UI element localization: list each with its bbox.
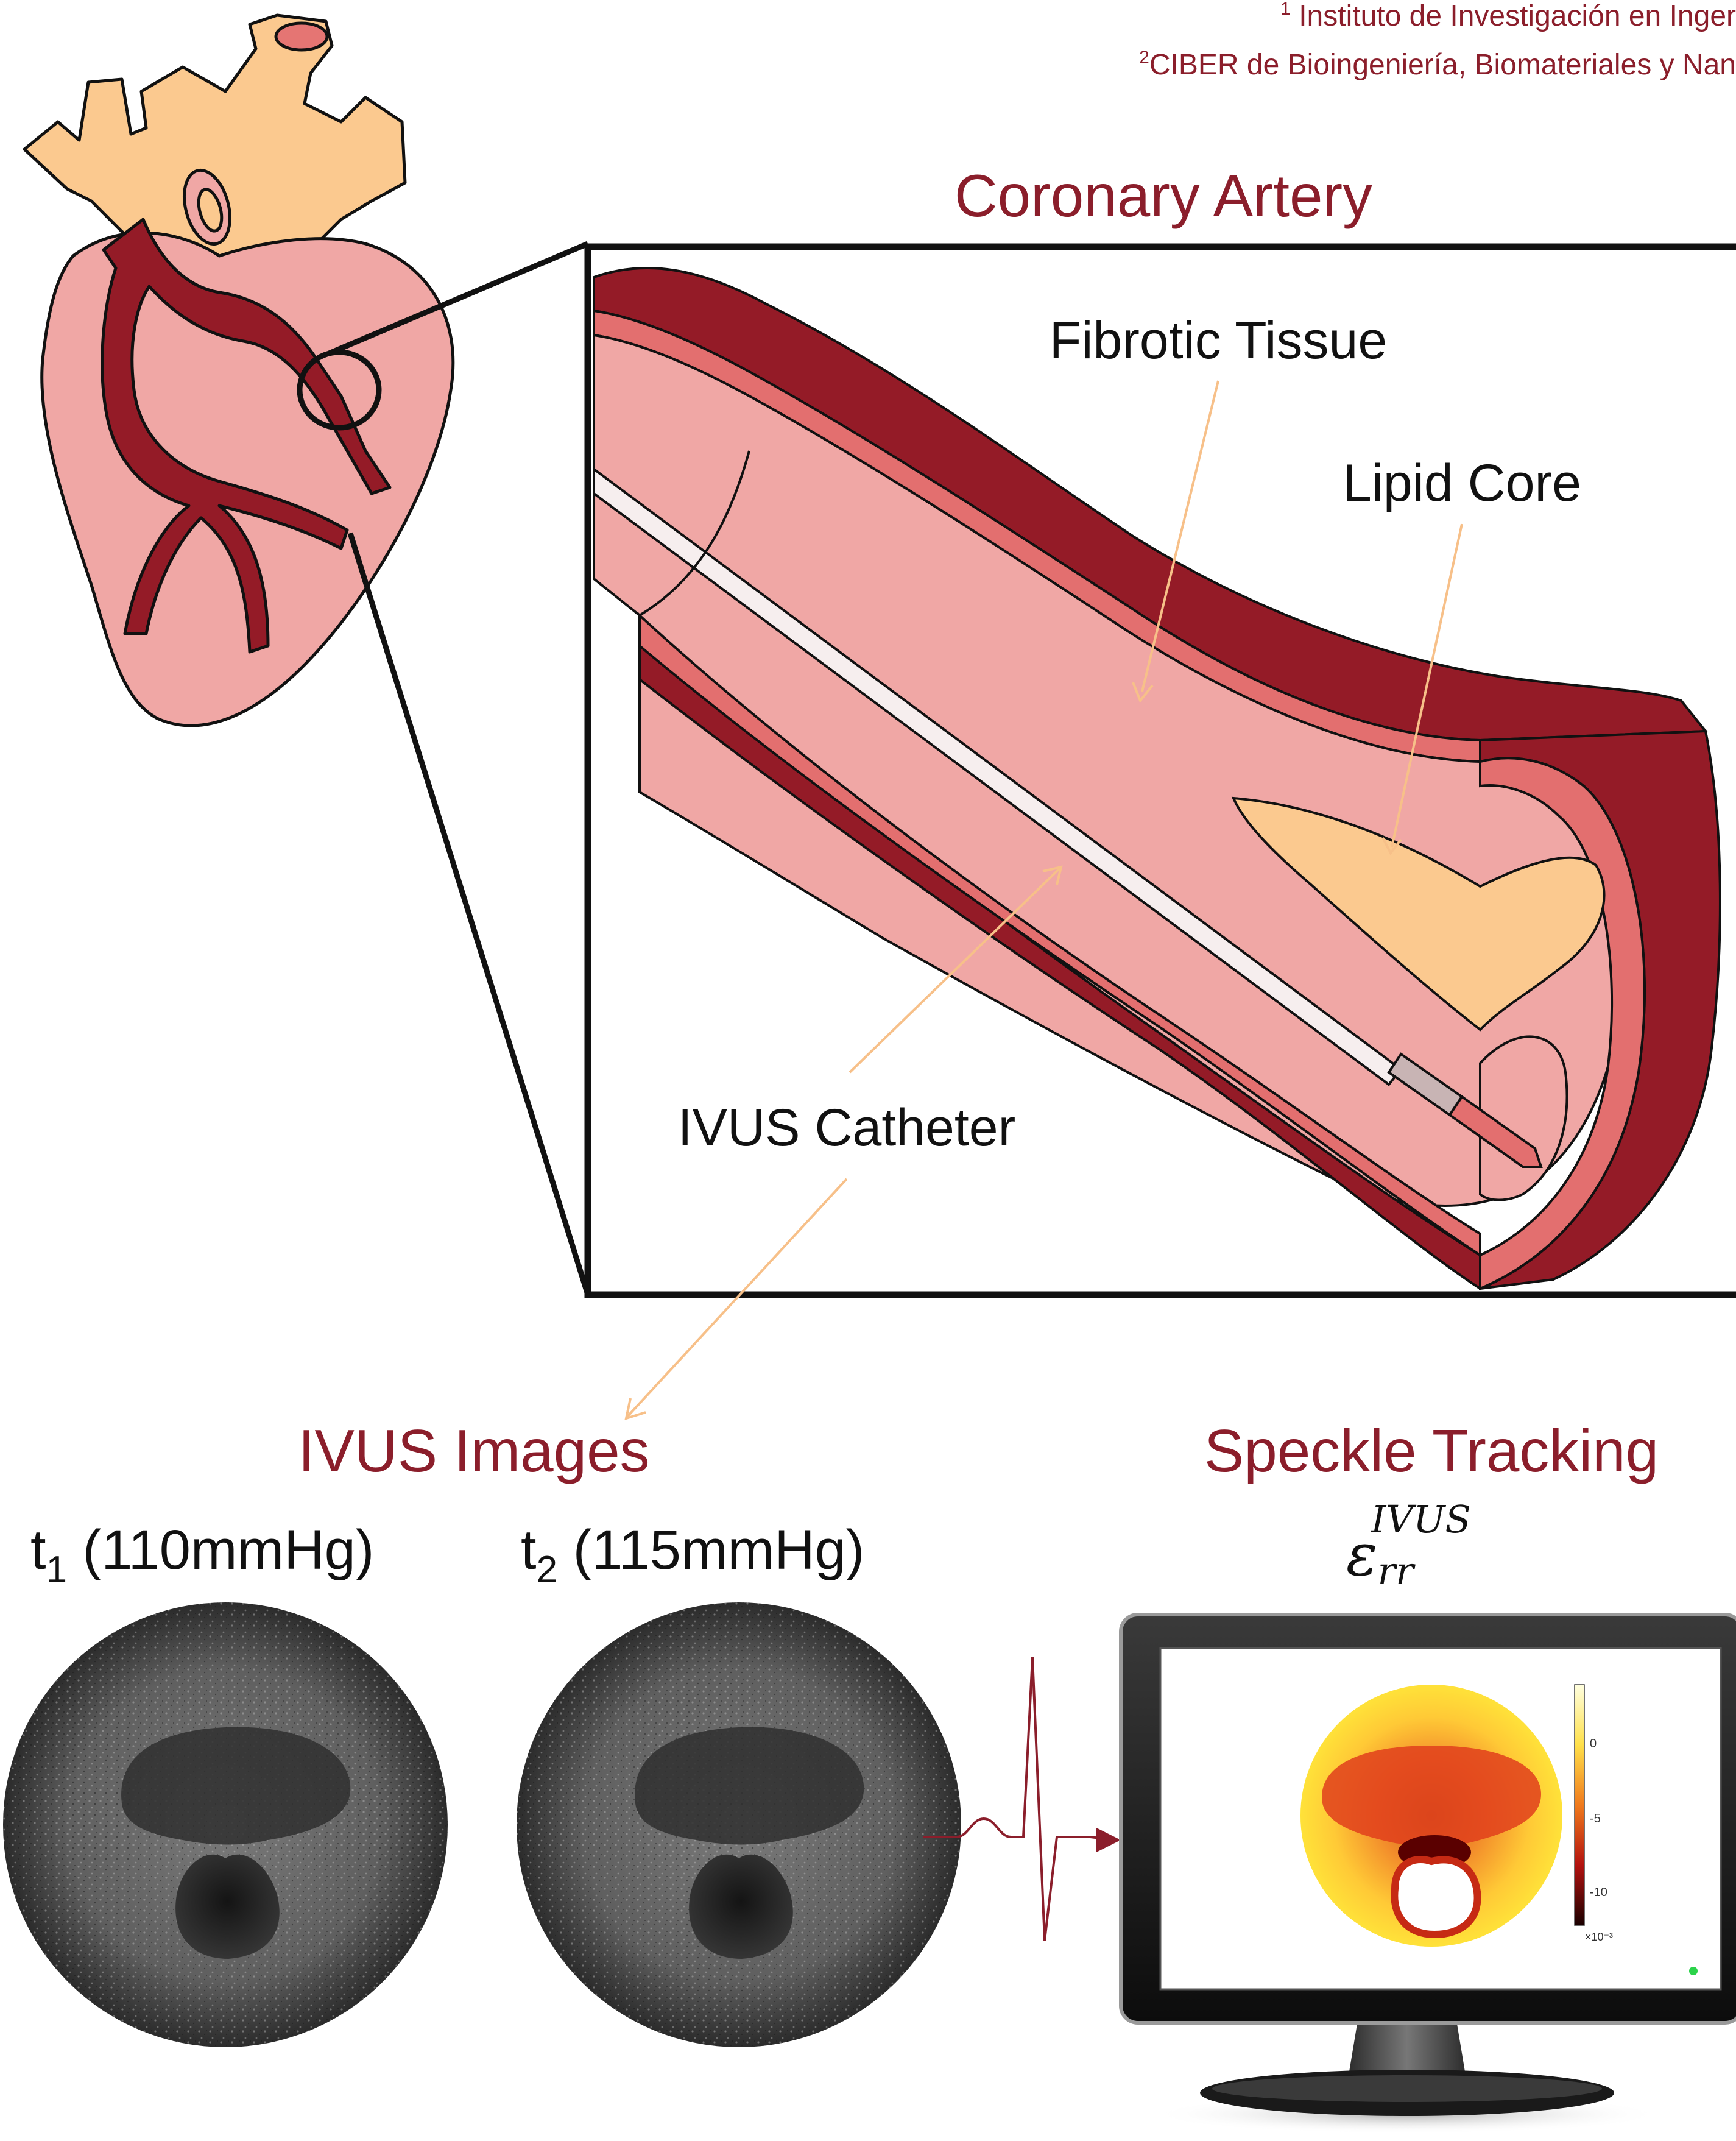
affiliation-2-sup: 2 [1139,48,1149,68]
zoom-line-bottom [350,533,588,1295]
affiliation-line-1: 1 Instituto de Investigación en Inger [1280,0,1736,32]
affiliation-1-text: Instituto de Investigación en Inger [1291,0,1736,32]
timepoint-2-label: t2 (115mmHg) [521,1519,864,1591]
timepoint-2-sub: 2 [537,1549,557,1591]
vessel-opening-top [276,23,327,50]
heart-illustration [24,15,453,726]
affiliation-1-sup: 1 [1280,0,1291,19]
timepoint-2-symbol: t [521,1519,537,1581]
coronary-artery-title: Coronary Artery [954,162,1372,229]
timepoint-1-sub: 1 [46,1549,67,1591]
ivus-catheter-label: IVUS Catheter [678,1099,1015,1157]
colorbar-tick-minus10: -10 [1590,1886,1607,1899]
power-light-icon [1689,1967,1698,1975]
timepoint-1-label: t1 (110mmHg) [30,1519,374,1591]
monitor-base-highlight [1212,2075,1602,2102]
ivus-image-t1 [3,1602,448,2047]
fibrotic-tissue-label: Fibrotic Tissue [1050,311,1387,370]
strain-symbol: εrrIVUS [1346,1497,1471,1593]
strain-sub: rr [1378,1549,1416,1593]
strain-colorbar [1575,1685,1584,1925]
monitor: 0 -5 -10 ×10⁻³ [1121,1615,1736,2134]
colorbar-tick-0: 0 [1590,1737,1597,1750]
speckle-tracking-title: Speckle Tracking [1204,1417,1659,1484]
affiliation-line-2: 2CIBER de Bioingeniería, Biomateriales y… [1139,48,1736,81]
timepoint-2-pressure: (115mmHg) [557,1519,864,1581]
affiliation-2-text: CIBER de Bioingeniería, Biomateriales y … [1149,49,1736,81]
strain-sup: IVUS [1371,1497,1471,1541]
timepoint-1-symbol: t [30,1519,46,1581]
colorbar-scale: ×10⁻³ [1585,1931,1613,1943]
ecg-arrowhead [1096,1828,1121,1852]
lipid-core-label: Lipid Core [1343,454,1581,512]
strain-map-band [1322,1746,1541,1846]
ivus-images-title: IVUS Images [298,1417,649,1484]
ivus-t1-plaque-region [121,1727,350,1845]
ivus-image-t2 [517,1602,961,2047]
colorbar-tick-minus5: -5 [1590,1812,1601,1825]
ivus-t2-plaque-region [635,1727,864,1845]
ivus-t2-lumen [689,1855,793,1959]
timepoint-1-pressure: (110mmHg) [67,1519,374,1581]
ivus-t1-lumen [175,1855,280,1959]
